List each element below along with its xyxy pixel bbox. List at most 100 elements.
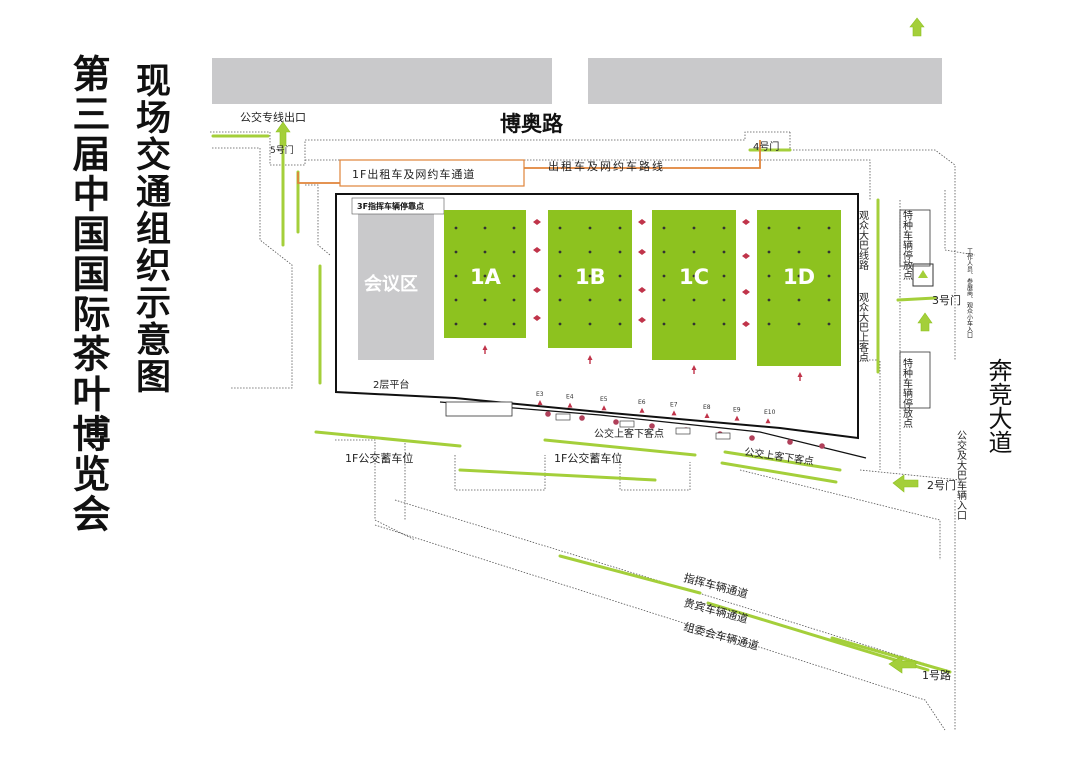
conference-area bbox=[358, 214, 434, 360]
stop-marker bbox=[787, 439, 793, 445]
hall-dot bbox=[722, 226, 726, 230]
hall-dot bbox=[483, 322, 487, 326]
bay-arrow bbox=[567, 402, 573, 408]
taxi-channel-box bbox=[339, 159, 525, 187]
special-vehicle-label-2: 特种车辆停放点 bbox=[901, 358, 913, 429]
bay-label-e10: E10 bbox=[764, 409, 776, 416]
special-parking-box-2 bbox=[899, 351, 931, 409]
hall-dot bbox=[692, 298, 696, 302]
hall-dot bbox=[454, 250, 458, 254]
double-arrow bbox=[638, 287, 646, 293]
bus-stop-label-1: 公交上客下客点 bbox=[594, 427, 664, 440]
bus-stop-label-2: 公交上客下客点 bbox=[744, 445, 815, 468]
hall-dot bbox=[512, 322, 516, 326]
bay-label-e9: E9 bbox=[733, 407, 741, 414]
gate3-arrow-up bbox=[917, 312, 933, 332]
road-outlines bbox=[210, 131, 976, 731]
arrow-stem bbox=[799, 377, 801, 381]
hall-1a-label: 1A bbox=[470, 265, 502, 289]
hall-dot bbox=[797, 298, 801, 302]
up-arrow bbox=[691, 365, 697, 370]
double-arrow bbox=[742, 253, 750, 259]
arrow-stem bbox=[484, 350, 486, 354]
hall-dot bbox=[767, 322, 771, 326]
bus-parking-label-2: 1F公交蓄车位 bbox=[554, 451, 622, 465]
bay-arrow bbox=[601, 405, 607, 411]
hall-dot bbox=[827, 250, 831, 254]
special-parking-box-1 bbox=[899, 209, 931, 267]
red-arrows bbox=[482, 219, 803, 381]
bay-arrow bbox=[671, 410, 677, 416]
hall-dot bbox=[588, 322, 592, 326]
bus-coach-entry-label: 公交及大巴车辆入口 bbox=[955, 430, 967, 520]
grey-block-left bbox=[212, 58, 552, 104]
hall-dot bbox=[767, 274, 771, 278]
bay-label-e6: E6 bbox=[638, 399, 646, 406]
hall-1b-label: 1B bbox=[575, 265, 606, 289]
hall-dot bbox=[588, 274, 592, 278]
platform-edge bbox=[439, 401, 867, 459]
hall-dot bbox=[692, 274, 696, 278]
bay-label-e4: E4 bbox=[566, 394, 574, 401]
road1-arrow bbox=[888, 655, 917, 674]
command-parking-label: 3F指挥车辆停靠点 bbox=[357, 201, 424, 211]
bus-glyph bbox=[619, 420, 635, 428]
hall-dot bbox=[618, 274, 622, 278]
gate2-label: 2号门 bbox=[927, 478, 956, 492]
hall-dot bbox=[483, 298, 487, 302]
hall-dot bbox=[483, 226, 487, 230]
command-channel-label: 指挥车辆通道 bbox=[682, 570, 749, 601]
staff-entry-label: 工作人员、参展商、观众小车入口 bbox=[966, 248, 973, 339]
bay-label-e5: E5 bbox=[600, 396, 608, 403]
sub-title: 现场交通组织示意图 bbox=[130, 62, 170, 395]
hall-dot bbox=[767, 250, 771, 254]
drop-off-box bbox=[445, 401, 513, 417]
hall-dot bbox=[722, 322, 726, 326]
up-arrow bbox=[482, 345, 488, 350]
hall-dot bbox=[483, 250, 487, 254]
bay-label-e3: E3 bbox=[536, 391, 544, 398]
bus-glyph bbox=[675, 427, 691, 435]
up-arrow bbox=[797, 372, 803, 377]
building-front-edge bbox=[335, 391, 859, 439]
hall-dot bbox=[454, 226, 458, 230]
hall-dot bbox=[827, 226, 831, 230]
gate4-label: 4号门 bbox=[753, 140, 779, 153]
hall-dot bbox=[662, 322, 666, 326]
double-arrow bbox=[638, 219, 646, 225]
stop-marker bbox=[613, 419, 619, 425]
bay-arrow bbox=[704, 413, 710, 418]
vertical-labels: 观众大巴线路 观众大巴上客点 特种车辆停放点 特种车辆停放点 工作人员、参展商、… bbox=[857, 210, 1013, 520]
bus-exit-label: 公交专线出口 bbox=[240, 110, 306, 124]
hall-dot bbox=[512, 226, 516, 230]
command-parking-box bbox=[351, 197, 445, 215]
double-arrow bbox=[533, 315, 541, 321]
hall-1c-label: 1C bbox=[679, 265, 709, 289]
hall-dot bbox=[767, 298, 771, 302]
gate-arrows bbox=[275, 17, 933, 674]
bus-parking-label-1: 1F公交蓄车位 bbox=[345, 451, 413, 465]
double-arrow bbox=[742, 321, 750, 327]
hall-dot bbox=[692, 226, 696, 230]
hall-dot bbox=[618, 298, 622, 302]
hall-dot bbox=[662, 298, 666, 302]
hall-1a bbox=[444, 210, 526, 338]
double-arrow bbox=[533, 219, 541, 225]
stop-marker bbox=[819, 443, 825, 449]
stop-marker bbox=[545, 411, 551, 417]
hall-dot bbox=[558, 250, 562, 254]
bay-arrow bbox=[765, 418, 771, 424]
hall-dot bbox=[827, 298, 831, 302]
bus-glyph bbox=[555, 413, 571, 421]
gate2-arrow bbox=[892, 474, 919, 493]
double-arrow bbox=[742, 219, 750, 225]
hall-dot bbox=[512, 274, 516, 278]
hall-dot bbox=[454, 322, 458, 326]
hall-dot bbox=[722, 298, 726, 302]
hall-dot bbox=[512, 250, 516, 254]
hall-dot bbox=[662, 226, 666, 230]
conference-label: 会议区 bbox=[364, 273, 418, 295]
committee-channel-label: 组委会车辆通道 bbox=[682, 619, 760, 652]
